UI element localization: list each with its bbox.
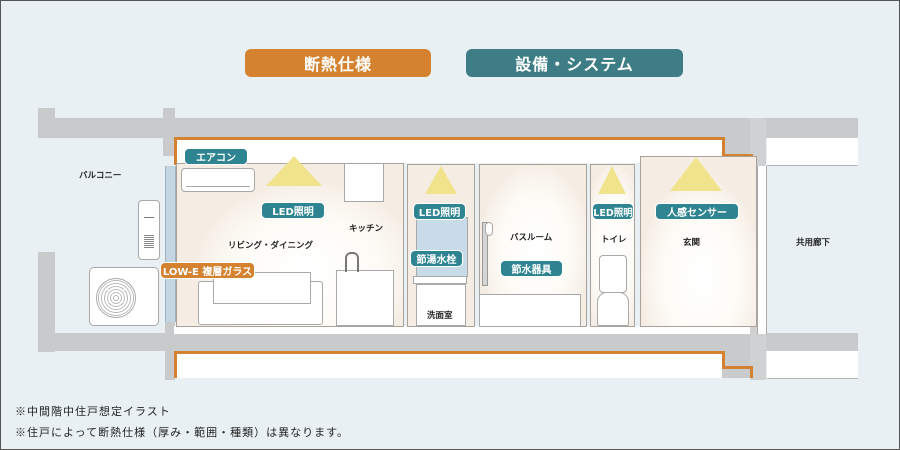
note-1: ※中間階中住戸想定イラスト xyxy=(15,405,171,418)
exterior-wall-bottom xyxy=(165,320,175,380)
toilet-tank xyxy=(599,255,627,293)
bathroom-label: バスルーム xyxy=(510,233,553,243)
balcony-parapet-top xyxy=(38,108,55,120)
toilet-bowl xyxy=(597,292,629,326)
low-e-glass-tag[interactable]: LOW-E 複層ガラス xyxy=(161,263,254,278)
led-lighting-living-tag[interactable]: LED照明 xyxy=(262,203,324,218)
outdoor-ac-unit xyxy=(89,267,159,326)
hot-water-faucet-tag[interactable]: 節湯水栓 xyxy=(411,251,462,266)
insulation-step-line xyxy=(750,366,753,378)
insulation-step-wall xyxy=(722,351,750,378)
led-lighting-washroom-tag[interactable]: LED照明 xyxy=(414,204,465,219)
corridor-floor xyxy=(767,351,858,379)
washroom-label: 洗面室 xyxy=(427,311,453,321)
living-dining-label: リビング・ダイニング xyxy=(228,241,314,251)
water-saving-fixture-tag[interactable]: 節水器具 xyxy=(501,261,562,276)
upper-slab xyxy=(38,118,858,138)
equipment-system-button[interactable]: 設備・システム xyxy=(466,49,683,77)
water-heater-unit xyxy=(138,200,160,260)
ceiling-light-cone xyxy=(670,157,722,191)
floor-insulation xyxy=(174,351,750,378)
motion-sensor-tag[interactable]: 人感センサー xyxy=(656,204,738,219)
kitchen-label: キッチン xyxy=(349,224,384,234)
ceiling-light-cone xyxy=(598,166,626,194)
insulation-step-line xyxy=(722,154,753,157)
vanity-cabinet xyxy=(416,284,466,326)
shower-head-icon xyxy=(485,222,493,236)
insulation-step-line xyxy=(722,366,753,369)
kitchen-counter xyxy=(336,270,394,326)
corridor-label: 共用廊下 xyxy=(796,238,831,248)
window-glass xyxy=(165,166,176,322)
floor-strip xyxy=(174,326,750,334)
kitchen-hood xyxy=(344,164,384,202)
balcony-label: バルコニー xyxy=(79,171,122,181)
balcony-parapet xyxy=(38,252,55,352)
exterior-wall-top xyxy=(163,108,175,156)
bathtub xyxy=(479,294,581,327)
ceiling-light-cone xyxy=(425,166,457,194)
insulation-step-line xyxy=(722,137,725,157)
lower-slab xyxy=(38,333,858,351)
corridor-ceiling xyxy=(767,138,858,166)
sofa xyxy=(198,272,323,325)
ceiling-light-cone xyxy=(266,156,322,186)
vanity-shelf xyxy=(413,276,467,284)
entrance-label: 玄関 xyxy=(683,238,701,248)
vanity-mirror xyxy=(416,217,468,277)
insulation-step-line xyxy=(722,351,725,369)
insulation-spec-button[interactable]: 断熱仕様 xyxy=(245,49,431,77)
faucet-icon xyxy=(345,252,359,272)
toilet-label: トイレ xyxy=(601,235,627,245)
air-conditioner xyxy=(181,168,255,192)
aircon-tag[interactable]: エアコン xyxy=(185,149,247,164)
led-lighting-toilet-tag[interactable]: LED照明 xyxy=(593,204,633,219)
note-2: ※住戸によって断熱仕様（厚み・範囲・種類）は異なります。 xyxy=(15,426,350,439)
front-door xyxy=(757,166,767,334)
insulation-left-line xyxy=(174,137,177,165)
